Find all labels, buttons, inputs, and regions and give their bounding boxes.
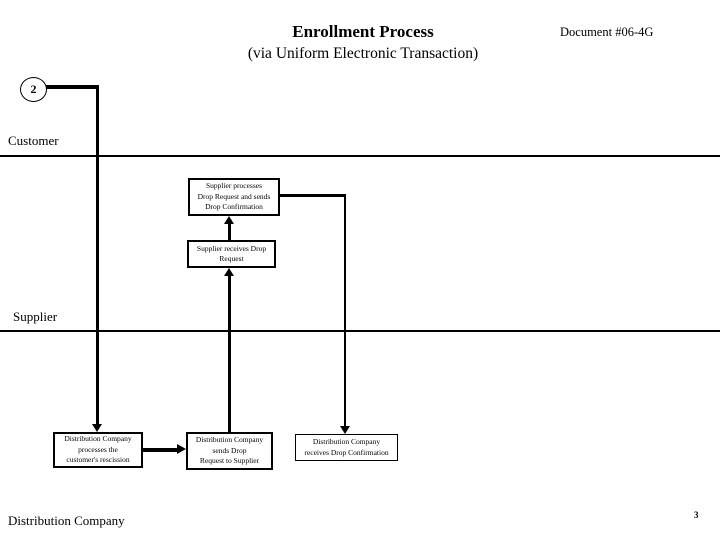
dc-processes-to-dc-sends-line: [143, 448, 178, 452]
lane-divider-supplier: [0, 330, 720, 332]
document-number: Document #06-4G: [560, 25, 654, 39]
arrow-into-dc-processes: [91, 424, 102, 432]
dc-sends-to-supplier-receives-line: [228, 275, 231, 432]
page-number: 3: [694, 510, 699, 520]
arrow-into-supplier-receives: [224, 268, 234, 276]
node-dc-sends: Distribution Company sends Drop Request …: [186, 432, 273, 470]
offpage-connector-badge: 2: [20, 77, 47, 102]
supplier-receives-to-processes-line: [228, 223, 231, 240]
slide-title: Enrollment Process: [292, 22, 434, 41]
node-dc-receives: Distribution Company receives Drop Confi…: [295, 434, 398, 461]
lane-label-supplier: Supplier: [13, 309, 58, 324]
offpage-connector-number: 2: [30, 82, 37, 96]
lane-label-distribution-company: Distribution Company: [8, 513, 125, 528]
arrow-into-dc-receives: [339, 426, 350, 434]
slide-subtitle: (via Uniform Electronic Transaction): [247, 44, 479, 62]
node-supplier-receives: Supplier receives Drop Request: [187, 240, 276, 268]
confirmation-line-vertical: [343, 194, 346, 427]
lane-divider-customer: [0, 155, 720, 157]
title-block: Enrollment Process (via Uniform Electron…: [0, 21, 720, 65]
lane-label-customer: Customer: [8, 133, 59, 148]
arrow-into-supplier-processes: [224, 216, 234, 224]
customer-to-dc-processes-line: [95, 85, 99, 424]
node-supplier-processes: Supplier processes Drop Request and send…: [188, 178, 280, 216]
node-dc-processes: Distribution Company processes the custo…: [53, 432, 143, 468]
badge-connector-line: [46, 85, 98, 89]
confirmation-line-horizontal: [280, 194, 346, 197]
arrow-into-dc-sends: [177, 444, 186, 454]
